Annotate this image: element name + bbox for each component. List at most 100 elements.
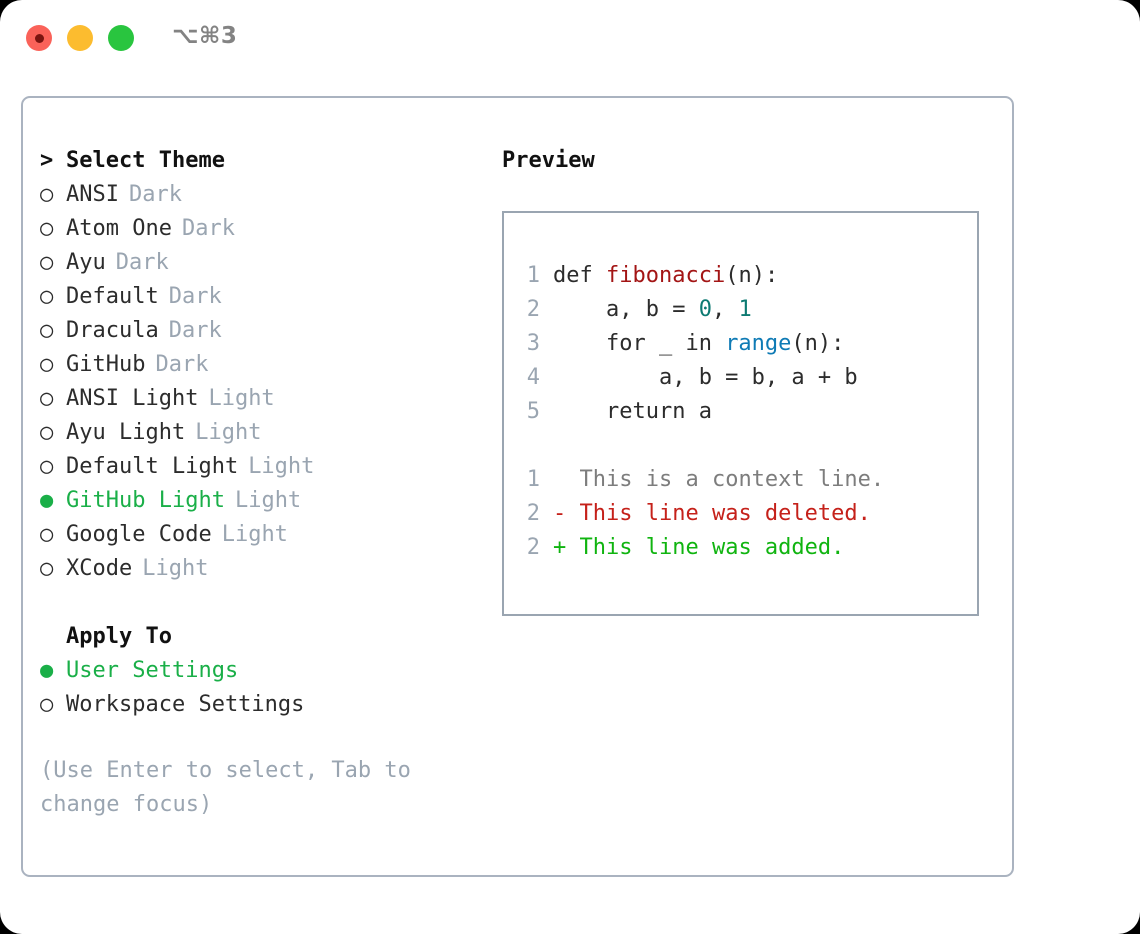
diff-line: 2+ This line was added. [504,531,977,565]
theme-category-tag: Dark [168,318,222,343]
theme-category-tag: Light [234,488,302,513]
diff-line: 2- This line was deleted. [504,497,977,531]
radio-unselected-icon[interactable]: ○ [40,250,54,275]
theme-name: GitHub Light [66,488,225,513]
preview-title: Preview [502,148,595,173]
theme-name: Atom One [66,216,172,241]
close-button-icon[interactable] [26,25,52,51]
theme-name: Google Code [66,522,212,547]
code-line-text: a, b = b, a + b [553,361,858,395]
radio-unselected-icon[interactable]: ○ [40,216,54,241]
theme-list-item[interactable]: ○ Ayu Light Light [40,420,480,454]
line-number: 2 [526,501,540,526]
code-diff-gap [504,429,977,463]
code-token: fibonacci [605,263,726,288]
code-line: 1 def fibonacci(n): [504,259,977,293]
theme-list-item[interactable]: ○ ANSI Light Light [40,386,480,420]
page-title: Select Theme [66,148,225,173]
theme-list-item[interactable]: ○ Dracula Dark [40,318,480,352]
apply-to-label: Workspace Settings [66,692,305,717]
line-number: 5 [526,399,540,424]
maximize-button-icon[interactable] [108,25,134,51]
code-line: 5 return a [504,395,977,429]
radio-unselected-icon[interactable]: ○ [40,182,54,207]
code-line: 3 for _ in range(n): [504,327,977,361]
theme-list-item[interactable]: ○ Atom One Dark [40,216,480,250]
line-number: 2 [526,535,540,560]
code-token: (n): [725,263,779,288]
apply-to-header: Apply To [40,624,480,658]
section-gap [40,590,480,624]
minimize-button-icon[interactable] [67,25,93,51]
theme-category-tag: Light [221,522,288,547]
code-token: a, b = b, a + b [553,365,858,390]
radio-unselected-icon[interactable]: ○ [40,420,54,445]
prompt-caret-icon: > [40,148,54,173]
theme-list-item[interactable]: ○ GitHub Dark [40,352,480,386]
diff-sign: - [553,501,580,526]
apply-to-option[interactable]: ● User Settings [40,658,480,692]
apply-to-label: User Settings [66,658,239,683]
theme-category-tag: Dark [115,250,169,275]
theme-list-item[interactable]: ○ ANSI Dark [40,182,480,216]
theme-name: ANSI [66,182,119,207]
keyboard-shortcut-label: ⌥⌘3 [172,23,238,49]
theme-list-item[interactable]: ○ Google Code Light [40,522,480,556]
apply-to-title: Apply To [66,624,172,649]
radio-unselected-icon[interactable]: ○ [40,692,54,717]
code-token: def [553,263,606,288]
radio-unselected-icon[interactable]: ○ [40,386,54,411]
theme-name: Ayu Light [66,420,186,445]
apply-to-option[interactable]: ○ Workspace Settings [40,692,480,726]
line-number: 1 [526,467,540,492]
theme-list-item[interactable]: ○ XCode Light [40,556,480,590]
theme-category-tag: Dark [181,216,235,241]
code-token: (n): [791,331,845,356]
theme-name: ANSI Light [66,386,199,411]
radio-unselected-icon[interactable]: ○ [40,318,54,343]
theme-category-tag: Light [208,386,275,411]
diff-sign [553,463,580,497]
theme-name: Dracula [66,318,159,343]
code-line: 2 a, b = 0, 1 [504,293,977,327]
radio-unselected-icon[interactable]: ○ [40,454,54,479]
radio-unselected-icon[interactable]: ○ [40,556,54,581]
code-line-text: def fibonacci(n): [553,259,778,293]
code-token: range [725,331,792,356]
theme-category-tag: Light [142,556,209,581]
radio-unselected-icon[interactable]: ○ [40,284,54,309]
diff-line-text: This is a context line. [579,467,885,492]
theme-category-tag: Dark [155,352,209,377]
theme-list-item[interactable]: ● GitHub Light Light [40,488,480,522]
radio-selected-icon[interactable]: ● [40,488,54,513]
theme-list-item[interactable]: ○ Ayu Dark [40,250,480,284]
theme-name: GitHub [66,352,146,377]
theme-category-tag: Dark [128,182,182,207]
keyboard-hint-text: (Use Enter to select, Tab to change focu… [40,758,411,817]
theme-name: XCode [66,556,133,581]
theme-category-tag: Light [195,420,262,445]
title-bar: ⌥⌘3 [0,0,1140,76]
radio-unselected-icon[interactable]: ○ [40,352,54,377]
theme-category-tag: Dark [168,284,222,309]
line-number: 2 [526,297,540,322]
radio-selected-icon[interactable]: ● [40,658,54,683]
theme-name: Ayu [66,250,106,275]
code-line: 4 a, b = b, a + b [504,361,977,395]
radio-unselected-icon[interactable]: ○ [40,522,54,547]
theme-category-tag: Light [248,454,315,479]
apply-to-list[interactable]: ● User Settings ○ Workspace Settings [40,658,480,726]
line-number: 4 [526,365,540,390]
code-line-text: return a [553,395,712,429]
code-token: , [711,297,739,322]
line-number: 1 [526,263,540,288]
